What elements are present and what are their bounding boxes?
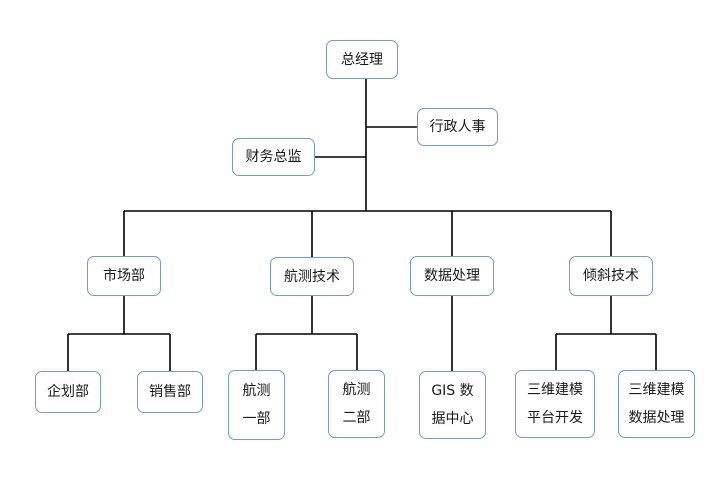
node-label: 行政人事 xyxy=(429,119,486,135)
node-gis-data-center: GIS 数 据中心 xyxy=(419,371,486,439)
node-3d-platform-dev: 三维建模 平台开发 xyxy=(515,370,595,438)
node-label: 市场部 xyxy=(103,268,145,284)
node-finance-director: 财务总监 xyxy=(232,138,315,176)
node-survey-team-1: 航测 一部 xyxy=(228,370,285,440)
node-admin-hr: 行政人事 xyxy=(417,108,498,146)
node-oblique-tech: 倾斜技术 xyxy=(569,256,653,296)
node-survey-tech: 航测技术 xyxy=(270,257,354,296)
node-3d-data-processing: 三维建模 数据处理 xyxy=(618,370,695,438)
node-label: GIS 数 据中心 xyxy=(431,383,474,427)
node-label: 数据处理 xyxy=(424,268,480,284)
node-label: 三维建模 数据处理 xyxy=(628,382,685,426)
node-label: 企划部 xyxy=(47,384,89,400)
node-general-manager: 总经理 xyxy=(326,40,398,79)
node-label: 销售部 xyxy=(149,384,191,400)
node-label: 财务总监 xyxy=(245,149,302,165)
node-label: 倾斜技术 xyxy=(583,268,639,284)
node-survey-team-2: 航测 二部 xyxy=(328,370,385,438)
node-label: 航测 一部 xyxy=(242,383,271,427)
node-sales-dept: 销售部 xyxy=(137,371,203,413)
node-label: 总经理 xyxy=(341,51,383,68)
node-label: 航测技术 xyxy=(284,268,340,285)
node-label: 三维建模 平台开发 xyxy=(527,382,583,426)
node-data-processing: 数据处理 xyxy=(410,256,494,296)
node-planning-dept: 企划部 xyxy=(35,371,101,413)
node-market-dept: 市场部 xyxy=(87,256,161,296)
node-label: 航测 二部 xyxy=(342,382,371,426)
